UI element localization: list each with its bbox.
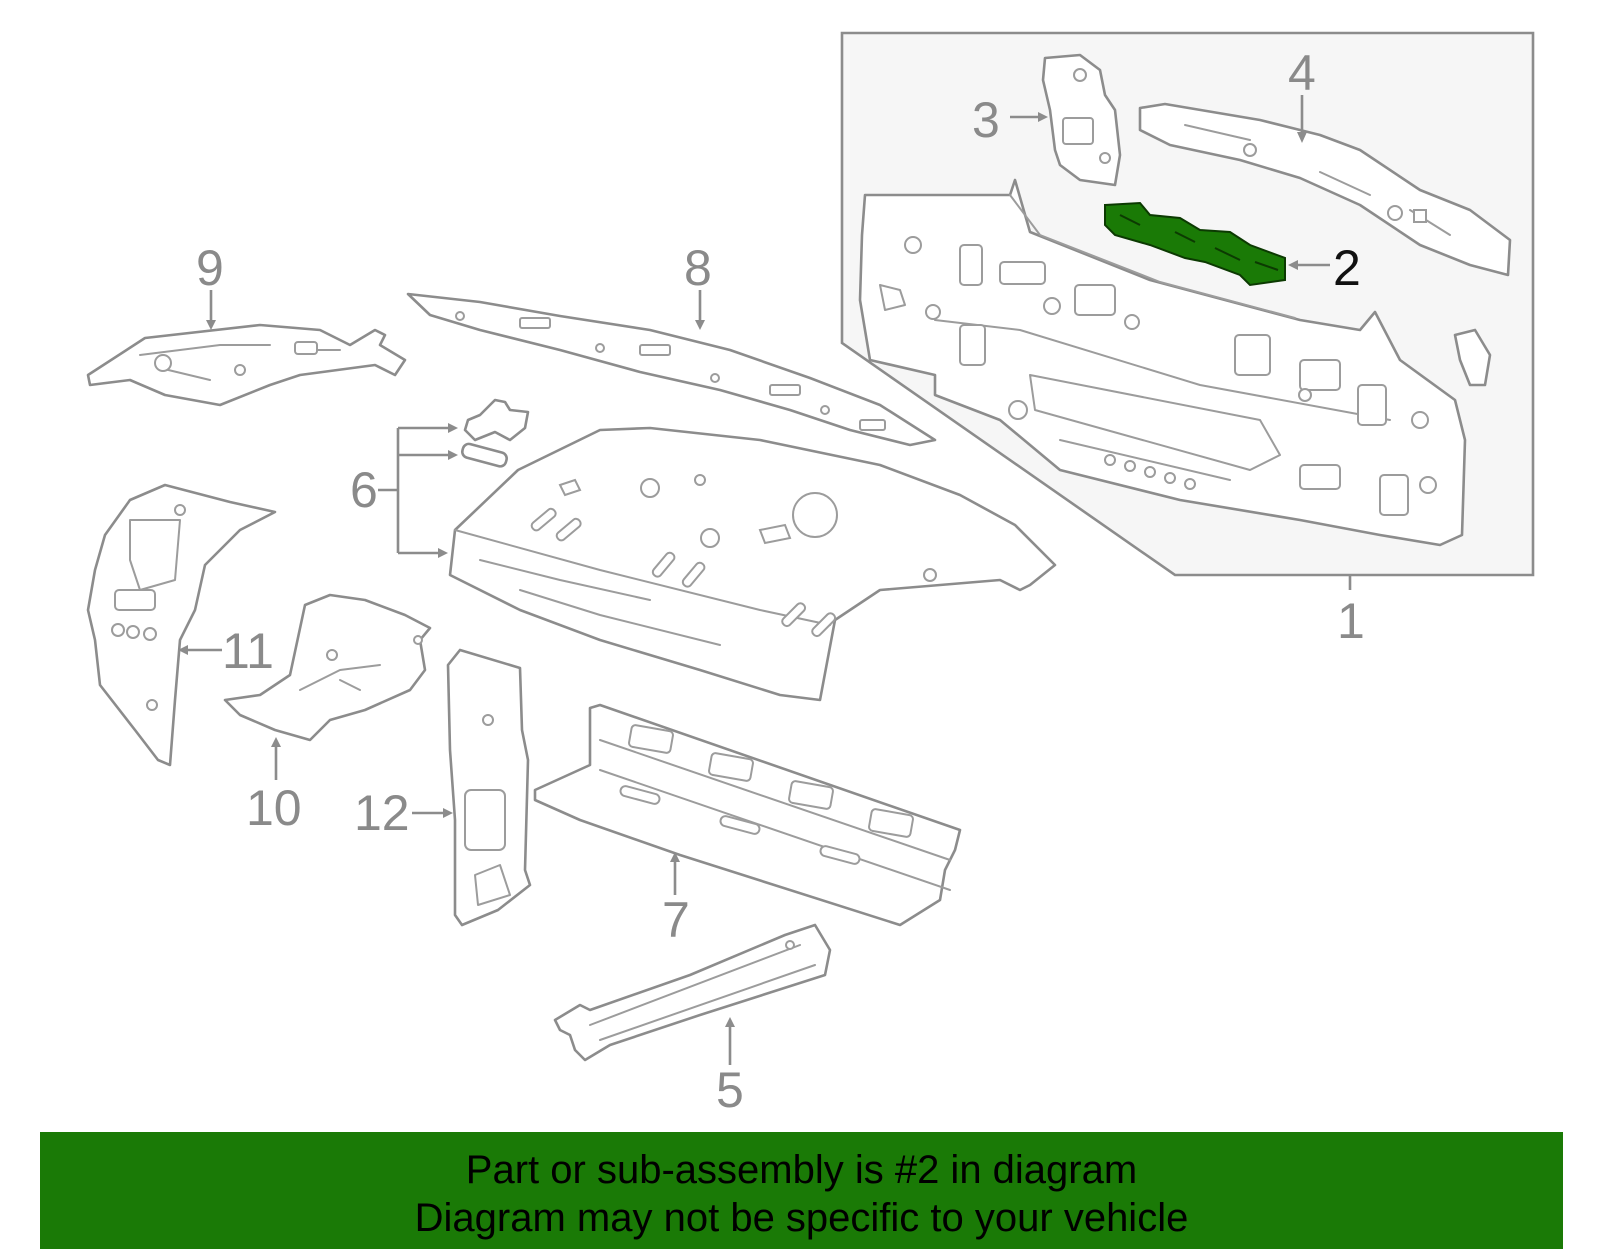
- callout-2[interactable]: 2: [1333, 240, 1361, 296]
- parts-diagram: 1 2 3 4 5 6 7 8 9 10 11 12: [86, 31, 1535, 1118]
- callout-12[interactable]: 12: [354, 785, 410, 841]
- callout-10[interactable]: 10: [246, 780, 302, 836]
- part-1-rear-panel[interactable]: [858, 178, 1492, 547]
- part-2-reinforcement-highlighted[interactable]: [1104, 201, 1286, 287]
- part-4-upper-rail[interactable]: [1138, 102, 1512, 277]
- leader-lines: [178, 95, 1352, 1065]
- part-3-bracket[interactable]: [1041, 53, 1122, 187]
- callout-8[interactable]: 8: [684, 240, 712, 296]
- callout-1[interactable]: 1: [1337, 593, 1365, 649]
- part-7-crossmember[interactable]: [533, 703, 962, 927]
- callout-11[interactable]: 11: [222, 623, 274, 679]
- callout-3[interactable]: 3: [972, 92, 1000, 148]
- part-12-pillar[interactable]: [446, 648, 532, 927]
- banner-line-disclaimer: Diagram may not be specific to your vehi…: [414, 1196, 1189, 1240]
- callout-7[interactable]: 7: [662, 892, 690, 948]
- part-8-shelf[interactable]: [406, 292, 937, 447]
- part-11-side-panel[interactable]: [86, 483, 277, 767]
- part-5-lower-rail[interactable]: [553, 923, 832, 1062]
- callout-labels: 1 2 3 4 5 6 7 8 9 10 11 12: [196, 45, 1365, 1118]
- callout-4[interactable]: 4: [1288, 45, 1316, 101]
- part-rear-floor-panel[interactable]: [448, 426, 1057, 702]
- part-10-panel[interactable]: [223, 593, 432, 742]
- part-9-panel[interactable]: [86, 323, 407, 407]
- banner-line-part: Part or sub-assembly is #2 in diagram: [465, 1148, 1138, 1192]
- callout-6[interactable]: 6: [350, 462, 378, 518]
- part-6-brackets[interactable]: [460, 398, 530, 468]
- info-banner: Part or sub-assembly is #2 in diagram Di…: [40, 1132, 1563, 1249]
- callout-5[interactable]: 5: [716, 1062, 744, 1118]
- callout-9[interactable]: 9: [196, 240, 224, 296]
